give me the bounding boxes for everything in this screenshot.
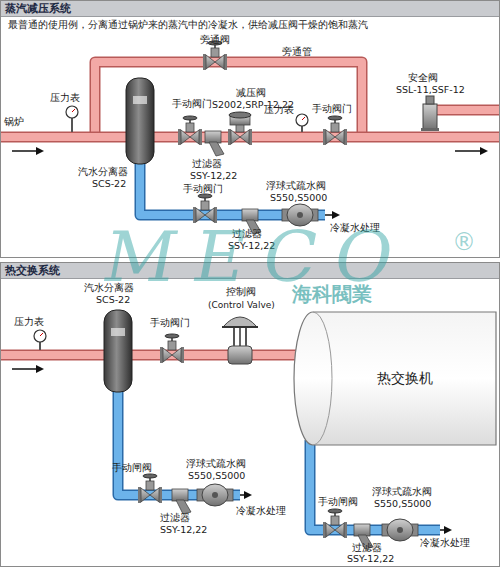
pipe-outline <box>0 350 300 361</box>
part-label: 减压阀 <box>236 87 266 99</box>
part-label: 手动阀门 <box>312 103 352 115</box>
part-label: SSY-12,22 <box>190 170 237 182</box>
part-label: 过滤器 <box>192 158 222 170</box>
manual-valve <box>193 194 217 223</box>
arrow-head <box>480 147 488 155</box>
arrow-head <box>444 526 452 534</box>
part-label: 控制阀 <box>226 286 256 298</box>
float-trap <box>382 519 418 541</box>
part-label: 压力表 <box>50 92 80 104</box>
manual-valve <box>228 116 252 145</box>
heat-exchanger: 热交换机 <box>293 311 497 446</box>
part-label: 旁通阀 <box>200 34 230 46</box>
system-panel: 蒸汽减压系统 <box>0 0 500 258</box>
part-label: SCS-22 <box>96 294 130 306</box>
arrow-head <box>36 365 44 373</box>
part-label: 手动闸阀 <box>318 496 358 508</box>
part-label: S550,S5000 <box>270 192 327 204</box>
part-label: 汽水分离器 <box>84 282 134 294</box>
pipe-outline <box>436 105 500 116</box>
manual-valve <box>138 474 162 503</box>
part-label: 手动阀门 <box>172 98 212 110</box>
note: 最普通的使用例，分离通过锅炉来的蒸汽中的冷凝水，供给减压阀干燥的饱和蒸汽 <box>8 19 368 31</box>
flow-arrow <box>12 150 38 152</box>
pipe-outline <box>310 440 440 530</box>
manual-valve <box>323 116 347 145</box>
part-label: 压力表 <box>14 316 44 328</box>
flow-arrow <box>12 368 38 370</box>
part-label: 手动阀门 <box>183 183 223 195</box>
part-label: S550,S5000 <box>188 470 245 482</box>
part-label: 锅炉 <box>4 116 24 128</box>
part-label: 过滤器 <box>352 542 382 554</box>
manual-valve <box>178 116 202 145</box>
part-label: 冷凝水处理 <box>236 505 286 517</box>
reducing-valve <box>229 112 251 125</box>
float-trap <box>197 484 233 506</box>
pressure-gauge <box>34 330 46 350</box>
pressure-gauge <box>296 114 308 132</box>
manual-valve <box>323 509 347 538</box>
pipe <box>0 351 300 359</box>
steam-separator <box>126 78 154 164</box>
strainer <box>172 489 191 514</box>
part-label: 手动阀门 <box>150 317 190 329</box>
watermark: 海科閥業 <box>292 284 372 304</box>
part-label: SCS-22 <box>92 178 126 190</box>
part-label: S550,S5000 <box>374 498 431 510</box>
manual-valve <box>160 334 184 363</box>
part-label: 冷凝水处理 <box>420 537 470 549</box>
manual-valve <box>203 41 227 70</box>
part-label: 手动闸阀 <box>112 462 152 474</box>
safety-valve <box>421 96 439 131</box>
part-label: 过滤器 <box>160 512 190 524</box>
arrow-head <box>332 211 340 219</box>
part-label: SSL-11,SSF-12 <box>396 84 465 96</box>
strainer <box>205 131 224 156</box>
steam-separator <box>104 310 132 392</box>
part-label: 旁通管 <box>282 46 312 58</box>
part-label: 浮球式疏水阀 <box>372 486 432 498</box>
part-label: 浮球式疏水阀 <box>186 458 246 470</box>
arrow-head <box>36 147 44 155</box>
pipe <box>436 106 500 114</box>
part-label: SSY-12,22 <box>160 524 207 536</box>
watermark: ® <box>452 230 476 254</box>
panel-heading: 蒸汽减压系统 <box>1 1 499 17</box>
watermark: MECO <box>105 222 411 292</box>
arrow-head <box>244 491 252 499</box>
part-label: SSY-12,22 <box>347 553 394 565</box>
part-label: (Control Valve) <box>208 299 275 311</box>
equipment-name: 热交换机 <box>357 370 433 388</box>
pipe <box>310 440 440 530</box>
pressure-gauge <box>66 106 78 132</box>
part-label: 浮球式疏水阀 <box>266 180 326 192</box>
flow-arrow <box>455 150 482 152</box>
part-label: 压力表 <box>264 104 294 116</box>
part-label: 安全阀 <box>408 72 438 84</box>
part-label: 汽水分离器 <box>78 166 128 178</box>
control-valve <box>222 317 258 364</box>
